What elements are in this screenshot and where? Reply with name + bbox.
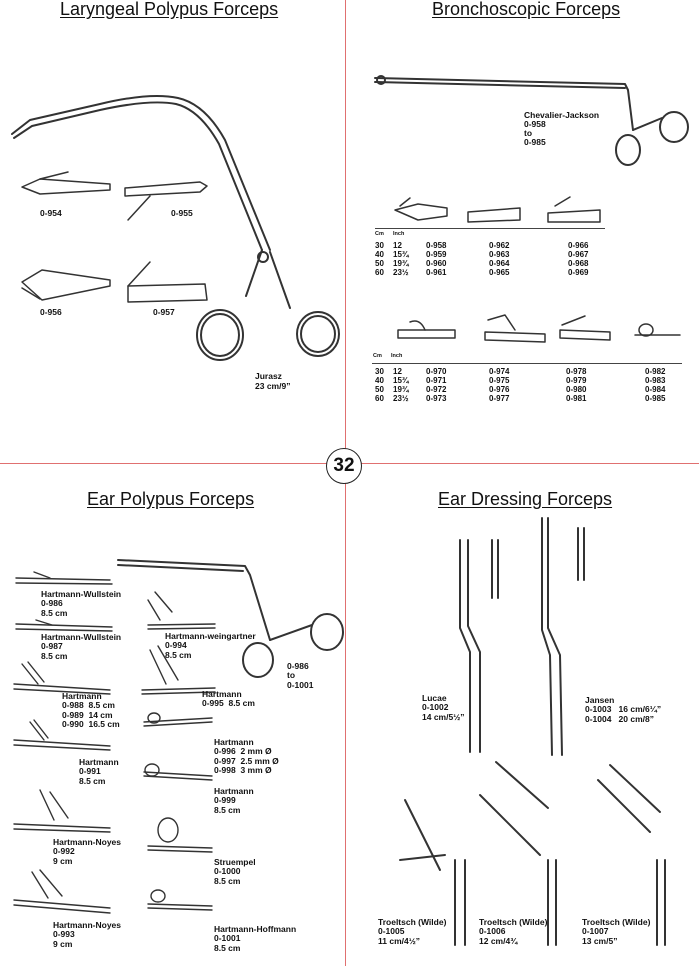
jurasz-forceps-drawing: [11, 95, 340, 361]
title-bronchoscopic-forceps: Bronchoscopic Forceps: [432, 0, 621, 19]
table2-inch-3: 23½: [393, 394, 409, 403]
table2-cell: 0-978: [566, 367, 587, 376]
table1-inch-2: 19¾: [393, 259, 409, 268]
table2-cm-2: 50: [375, 385, 384, 394]
label-chevalier-jackson: Chevalier-Jackson: [524, 110, 600, 120]
label-lucae-0-1002: Lucae 0-1002 14 cm/5½”: [422, 693, 465, 722]
label-hartmann-noyes-0-993: Hartmann-Noyes 0-993 9 cm: [53, 920, 122, 949]
label-troeltsch-0-1007: Troeltsch (Wilde) 0-1007 13 cm/5”: [582, 917, 651, 946]
table2-cell: 0-983: [645, 376, 666, 385]
label-hartmann-0-996: Hartmann 0-996 2 mm Ø 0-997 2.5 mm Ø 0-9…: [214, 737, 279, 776]
label-chevalier-to: 0-985: [524, 137, 546, 147]
label-hartmann-0-988: Hartmann 0-988 8.5 cm 0-989 14 cm 0-990 …: [62, 691, 120, 730]
table1-cell: 0-967: [568, 250, 589, 259]
table1-cell: 0-968: [568, 259, 589, 268]
title-ear-dressing-forceps: Ear Dressing Forceps: [438, 489, 613, 509]
table1-inch-1: 15¾: [393, 250, 409, 259]
label-hartmann-wullstein-0-986: Hartmann-Wullstein 0-986 8.5 cm: [41, 589, 122, 618]
table1-cm-0: 30: [375, 241, 384, 250]
label-hartmann-0-995: Hartmann 0-995 8.5 cm: [202, 689, 255, 709]
table2-inch-1: 15¾: [393, 376, 409, 385]
laryngeal-tips-drawing: [21, 171, 208, 303]
table2-cell: 0-985: [645, 394, 666, 403]
bronchoscopic-table-2: Cm Inch 30 40 50 60 12 15¾ 19¾ 23½ 0-970…: [373, 353, 683, 408]
table1-cm-3: 60: [375, 268, 384, 277]
chevalier-jackson-drawing: [374, 75, 689, 166]
table2-cm-3: 60: [375, 394, 384, 403]
table2-inch-2: 19¾: [393, 385, 409, 394]
table1-cell: 0-965: [489, 268, 510, 277]
table2-header-inch: Inch: [391, 353, 403, 359]
table1-inch-3: 23½: [393, 268, 409, 277]
ear-polypus-tips-right-drawing: [141, 591, 216, 911]
table2-cell: 0-977: [489, 394, 510, 403]
table2-cell: 0-976: [489, 385, 510, 394]
label-hartmann-noyes-0-992: Hartmann-Noyes 0-992 9 cm: [53, 837, 122, 866]
label-struempel-0-1000: Struempel 0-1000 8.5 cm: [214, 857, 256, 886]
label-chevalier-from: 0-958: [524, 119, 546, 129]
table2-cell: 0-972: [426, 385, 447, 394]
label-hartmann-weingartner-0-994: Hartmann-weingartner 0-994 8.5 cm: [165, 631, 256, 660]
table2-cell: 0-971: [426, 376, 447, 385]
label-troeltsch-0-1005: Troeltsch (Wilde) 0-1005 11 cm/4½”: [378, 917, 447, 946]
table1-cell: 0-959: [426, 250, 447, 259]
table1-cell: 0-964: [489, 259, 510, 268]
table1-header-cm: Cm: [375, 231, 384, 237]
table1-header-inch: Inch: [393, 231, 405, 237]
table2-cell: 0-982: [645, 367, 666, 376]
table2-cm-0: 30: [375, 367, 384, 376]
table2-cell: 0-974: [489, 367, 510, 376]
label-chevalier-to-word: to: [524, 128, 533, 138]
table1-cell: 0-962: [489, 241, 510, 250]
bronchoscopic-table-1: Cm Inch 30 40 50 60 12 15¾ 19¾ 23½ 0-958…: [375, 231, 605, 283]
label-hartmann-hoffmann-0-1001: Hartmann-Hoffmann 0-1001 8.5 cm: [214, 924, 297, 953]
table1-cm-2: 50: [375, 259, 384, 268]
title-laryngeal-polypus-forceps: Laryngeal Polypus Forceps: [60, 0, 279, 19]
label-jurasz-name: Jurasz: [255, 371, 282, 381]
table2-inch-0: 12: [393, 367, 402, 376]
label-hartmann-wullstein-0-987: Hartmann-Wullstein 0-987 8.5 cm: [41, 632, 122, 661]
label-0-954: 0-954: [40, 208, 62, 218]
table1-cell: 0-958: [426, 241, 447, 250]
label-jurasz-size: 23 cm/9”: [255, 381, 291, 391]
label-hartmann-0-999: Hartmann 0-999 8.5 cm: [214, 786, 254, 815]
title-ear-polypus-forceps: Ear Polypus Forceps: [87, 489, 255, 509]
bronchoscopic-tips-drawing: [394, 196, 681, 343]
ear-dressing-drawing: [399, 517, 666, 946]
label-troeltsch-0-1006: Troeltsch (Wilde) 0-1006 12 cm/4¾: [479, 917, 548, 946]
table1-cell: 0-963: [489, 250, 510, 259]
table1-cell: 0-960: [426, 259, 447, 268]
label-0-955: 0-955: [171, 208, 193, 218]
page-number: 32: [326, 448, 362, 484]
table1-cell: 0-961: [426, 268, 447, 277]
table2-cell: 0-981: [566, 394, 587, 403]
table2-cell: 0-979: [566, 376, 587, 385]
table2-cell: 0-984: [645, 385, 666, 394]
ear-polypus-main-drawing: [117, 559, 344, 678]
table1-cell: 0-966: [568, 241, 589, 250]
label-0-956: 0-956: [40, 307, 62, 317]
ear-polypus-tips-drawing: [13, 571, 113, 914]
label-range-0-986-to-0-1001: 0-986 to 0-1001: [287, 661, 314, 690]
table2-rule: [372, 363, 682, 364]
table2-header-cm: Cm: [373, 353, 382, 359]
table1-inch-0: 12: [393, 241, 402, 250]
table2-cell: 0-970: [426, 367, 447, 376]
label-0-957: 0-957: [153, 307, 175, 317]
table1-rule: [375, 228, 605, 229]
table2-cm-1: 40: [375, 376, 384, 385]
table2-cell: 0-980: [566, 385, 587, 394]
table1-cell: 0-969: [568, 268, 589, 277]
label-hartmann-0-991: Hartmann 0-991 8.5 cm: [79, 757, 119, 786]
table1-cm-1: 40: [375, 250, 384, 259]
label-jansen-0-1003: Jansen 0-1003 16 cm/6¼” 0-1004 20 cm/8”: [585, 695, 662, 724]
table2-cell: 0-973: [426, 394, 447, 403]
table2-cell: 0-975: [489, 376, 510, 385]
